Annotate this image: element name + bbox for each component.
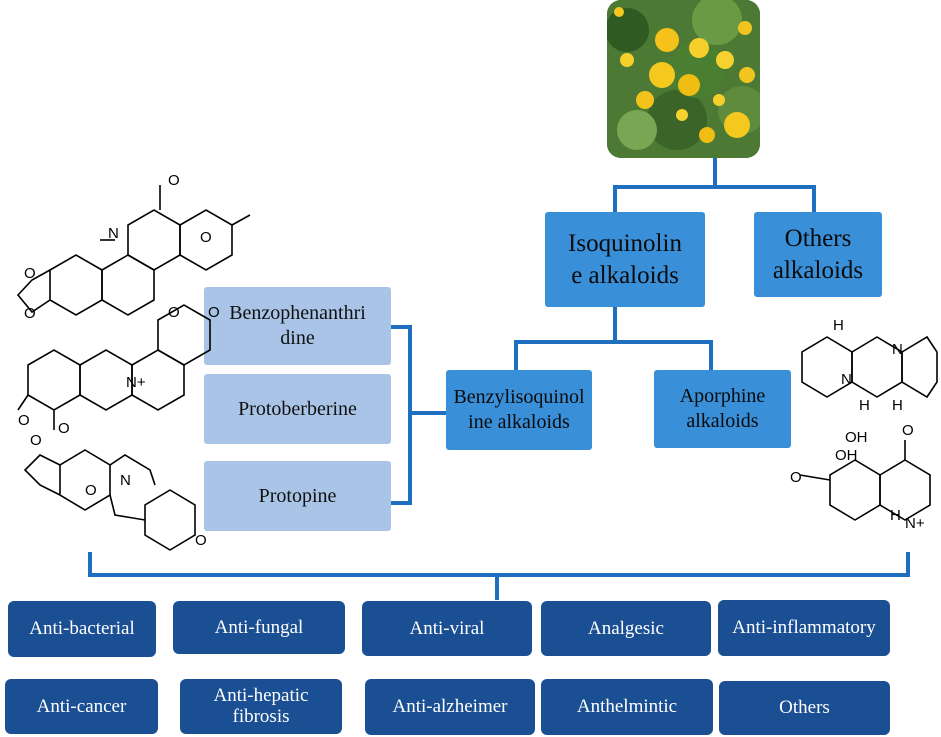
connector: [812, 185, 816, 212]
protoberberine-structure: N+ O O O O: [17, 304, 220, 437]
o-atom-label: O: [85, 482, 97, 499]
connector: [408, 325, 412, 505]
isoquinoline-alkaloids-box: Isoquinolin e alkaloids: [545, 212, 705, 307]
n-atom-label: N: [108, 225, 119, 242]
benzophenanthridine-structure: N O O O O: [16, 172, 251, 322]
h-atom-label: H: [890, 507, 901, 524]
yellow-flowers-image: [607, 0, 760, 158]
o-atom-label: O: [18, 412, 30, 429]
h-atom-label: H: [892, 397, 903, 414]
activity-anti-inflammatory: Anti-inflammatory: [718, 600, 890, 656]
connector: [906, 552, 910, 576]
connector: [514, 340, 518, 370]
connector: [88, 573, 910, 577]
o-atom-label: O: [168, 304, 180, 321]
activity-anti-cancer: Anti-cancer: [5, 679, 158, 734]
o-atom-label: O: [790, 469, 802, 486]
protopine-box: Protopine: [204, 461, 391, 531]
n-atom-label: N: [892, 341, 903, 358]
activity-analgesic: Analgesic: [541, 601, 711, 656]
activity-anti-alzheimer: Anti-alzheimer: [365, 679, 535, 735]
connector: [391, 325, 412, 329]
others-alkaloids-box: Others alkaloids: [754, 212, 882, 297]
o-atom-label: O: [168, 172, 180, 189]
plant-photo: [607, 0, 760, 158]
oh-label: OH: [835, 447, 858, 464]
connector: [408, 411, 446, 415]
activity-anti-bacterial: Anti-bacterial: [8, 601, 156, 657]
activity-anti-hepatic-fibrosis: Anti-hepatic fibrosis: [180, 679, 342, 734]
connector: [88, 552, 92, 576]
h-atom-label: H: [833, 317, 844, 334]
n-plus-atom-label: N+: [126, 374, 146, 391]
connector: [613, 185, 816, 189]
oh-label: OH: [845, 429, 868, 446]
connector: [391, 501, 412, 505]
connector: [613, 185, 617, 212]
activity-anthelmintic: Anthelmintic: [541, 679, 713, 735]
h-atom-label: H: [859, 397, 870, 414]
n-plus-atom-label: N+: [905, 515, 925, 532]
o-atom-label: O: [24, 265, 36, 282]
o-atom-label: O: [195, 532, 207, 549]
activity-anti-fungal: Anti-fungal: [173, 601, 345, 654]
n-atom-label: N: [841, 371, 852, 388]
protopine-structure: N O O O: [23, 432, 207, 551]
o-atom-label: O: [30, 432, 42, 449]
activity-anti-viral: Anti-viral: [362, 601, 532, 656]
benzophenanthridine-box: Benzophenanthri dine: [204, 287, 391, 365]
o-atom-label: O: [208, 304, 220, 321]
n-atom-label: N: [120, 472, 131, 489]
connector: [713, 158, 717, 188]
connector: [613, 307, 617, 342]
others-alkaloid-structure: N N H H H: [801, 317, 938, 414]
benzylisoquinoline-alkaloids-box: Benzylisoquinol ine alkaloids: [446, 370, 592, 450]
aporphine-structure: OH OH O O N+ H: [790, 422, 931, 532]
connector: [514, 340, 713, 344]
aporphine-alkaloids-box: Aporphine alkaloids: [654, 370, 791, 448]
protoberberine-box: Protoberberine: [204, 374, 391, 444]
connector: [495, 573, 499, 600]
o-atom-label: O: [58, 420, 70, 437]
o-atom-label: O: [902, 422, 914, 439]
activity-others: Others: [719, 681, 890, 735]
connector: [709, 340, 713, 370]
o-atom-label: O: [200, 229, 212, 246]
o-atom-label: O: [24, 305, 36, 322]
